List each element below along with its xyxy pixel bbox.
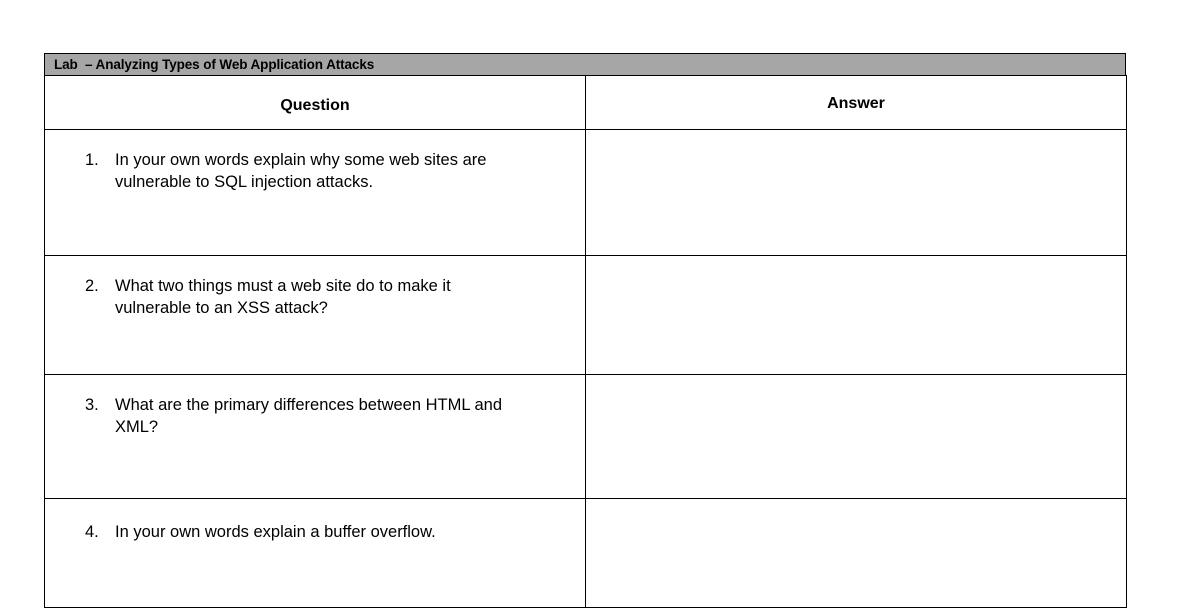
lab-title-bar: Lab – Analyzing Types of Web Application… — [44, 53, 1126, 75]
question-number-4: 4. — [85, 523, 99, 541]
column-header-question-label: Question — [280, 96, 350, 114]
question-cell-4: 4. In your own words explain a buffer ov… — [44, 498, 586, 608]
table-row: 4. In your own words explain a buffer ov… — [44, 498, 1127, 608]
table-row: 1. In your own words explain why some we… — [44, 129, 1127, 256]
question-text-4: In your own words explain a buffer overf… — [115, 523, 436, 541]
question-answer-table: Question Answer 1. In your own words exp… — [44, 75, 1127, 608]
question-cell-2: 2. What two things must a web site do to… — [44, 255, 586, 375]
worksheet-container: Lab – Analyzing Types of Web Application… — [44, 53, 1127, 608]
question-number-2: 2. — [85, 277, 99, 295]
question-item-3: 3. What are the primary differences betw… — [85, 394, 571, 438]
question-text-3: What are the primary differences between… — [115, 396, 503, 436]
lab-title-text: Lab – Analyzing Types of Web Application… — [54, 56, 375, 72]
question-cell-3: 3. What are the primary differences betw… — [44, 374, 586, 499]
question-item-4: 4. In your own words explain a buffer ov… — [85, 521, 571, 543]
question-cell-1: 1. In your own words explain why some we… — [44, 129, 586, 256]
column-header-question: Question — [44, 75, 586, 130]
table-row: 2. What two things must a web site do to… — [44, 255, 1127, 375]
answer-cell-2[interactable] — [585, 255, 1127, 375]
answer-cell-1[interactable] — [585, 129, 1127, 256]
question-number-1: 1. — [85, 151, 99, 169]
question-number-3: 3. — [85, 396, 99, 414]
answer-cell-3[interactable] — [585, 374, 1127, 499]
question-text-2: What two things must a web site do to ma… — [115, 277, 451, 317]
column-header-answer: Answer — [585, 75, 1127, 130]
table-row: 3. What are the primary differences betw… — [44, 374, 1127, 499]
answer-cell-4[interactable] — [585, 498, 1127, 608]
question-item-1: 1. In your own words explain why some we… — [85, 149, 571, 193]
question-text-1: In your own words explain why some web s… — [115, 151, 487, 191]
column-header-answer-label: Answer — [827, 94, 885, 112]
question-item-2: 2. What two things must a web site do to… — [85, 275, 571, 319]
table-header-row: Question Answer — [44, 75, 1127, 130]
